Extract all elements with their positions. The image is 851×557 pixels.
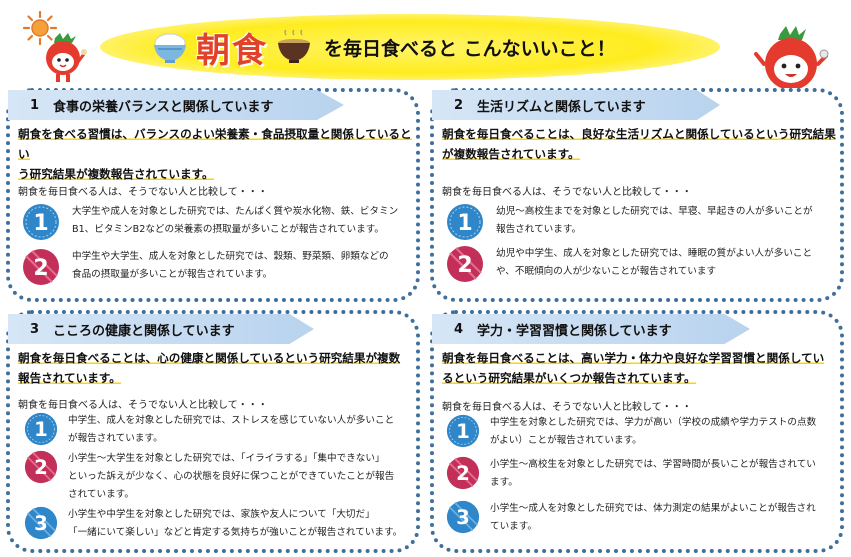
list-item: 2 中学生や大学生、成人を対象とした研究では、穀類、野菜類、卵類などの 食品の摂…: [22, 248, 414, 286]
list-item: 1 中学生を対象とした研究では、学力が高い（学校の成績や学力テストの点数 がよい…: [446, 414, 838, 450]
number-2-badge-icon: 2: [23, 249, 59, 285]
svg-text:2: 2: [34, 456, 48, 479]
section-3-intro: 朝食を毎日食べる人は、そうでない人と比較して・・・: [18, 400, 268, 411]
rice-bowl-icon: [154, 33, 186, 63]
svg-text:3: 3: [456, 506, 470, 529]
sun-icon: [22, 10, 58, 46]
list-item: 2 小学生～高校生を対象とした研究では、学習時間が長いことが報告されてい ます。: [446, 456, 838, 492]
section-1-panel: [6, 88, 420, 302]
list-item: 2 幼児や中学生、成人を対象とした研究では、睡眠の質がよい人が多いこと や、不眠…: [446, 245, 838, 283]
number-1-badge-icon: 1: [446, 414, 480, 448]
section-3-lead: 朝食を毎日食べることは、心の健康と関係しているという研究結果が複数 報告されてい…: [18, 351, 401, 385]
section-1-lead: 朝食を食べる習慣は、バランスのよい栄養素・食品摂取量と関係しているとい う研究結…: [18, 127, 412, 181]
section-2-lead: 朝食を毎日食べることは、良好な生活リズムと関係しているという研究結果 が複数報告…: [442, 127, 836, 161]
svg-text:1: 1: [457, 211, 472, 236]
svg-text:3: 3: [34, 512, 48, 535]
svg-text:1: 1: [34, 418, 48, 441]
section-2-panel: [430, 88, 844, 302]
number-3-badge-icon: 3: [24, 506, 58, 540]
number-2-badge-icon: 2: [446, 456, 480, 490]
page-title: 朝食 を毎日食べると こんないいこと！: [150, 22, 750, 72]
section-4-title: 4 学力・学習習慣と関係しています: [432, 314, 750, 344]
number-1-badge-icon: 1: [447, 204, 483, 240]
section-4-intro: 朝食を毎日食べる人は、そうでない人と比較して・・・: [442, 402, 692, 413]
tomato-mascot-icon: [46, 33, 87, 82]
miso-soup-icon: [278, 29, 310, 63]
svg-text:2: 2: [456, 462, 470, 485]
number-3-badge-icon: 3: [446, 500, 480, 534]
svg-text:1: 1: [33, 211, 48, 236]
list-item: 3 小学生や中学生を対象とした研究では、家族や友人について「大切だ」 「一緒にい…: [24, 506, 414, 542]
title-banner: [100, 14, 720, 80]
svg-text:1: 1: [456, 420, 470, 443]
section-2-intro: 朝食を毎日食べる人は、そうでない人と比較して・・・: [442, 187, 692, 198]
section-1-intro: 朝食を毎日食べる人は、そうでない人と比較して・・・: [18, 187, 268, 198]
list-item: 2 小学生～大学生を対象とした研究では、「イライラする」「集中できない」 といっ…: [24, 450, 414, 504]
list-item: 1 中学生、成人を対象とした研究では、ストレスを感じていない人が多いこと が報告…: [24, 412, 414, 448]
section-2-title: 2 生活リズムと関係しています: [432, 90, 720, 120]
section-3-panel: [6, 310, 420, 553]
section-4-lead: 朝食を毎日食べることは、高い学力・体力や良好な学習習慣と関係してい るという研究…: [442, 351, 825, 385]
section-3-title: 3 こころの健康と関係しています: [8, 314, 314, 344]
list-item: 1 大学生や成人を対象とした研究では、たんぱく質や炭水化物、鉄、ビタミン B1、…: [22, 203, 414, 241]
number-1-badge-icon: 1: [24, 412, 58, 446]
svg-text:2: 2: [457, 253, 472, 278]
title-main: 朝食: [196, 30, 268, 71]
number-1-badge-icon: 1: [23, 204, 59, 240]
section-1-title: 1 食事の栄養バランスと関係しています: [8, 90, 344, 120]
list-item: 1 幼児～高校生までを対象とした研究では、早寝、早起きの人が多いことが 報告され…: [446, 203, 838, 241]
tomato-character-icon: [754, 26, 829, 90]
number-2-badge-icon: 2: [24, 450, 58, 484]
title-subtext: を毎日食べると こんないいこと！: [324, 37, 616, 60]
section-4-panel: [430, 310, 844, 553]
number-2-badge-icon: 2: [447, 246, 483, 282]
svg-text:2: 2: [33, 256, 48, 281]
list-item: 3 小学生～成人を対象とした研究では、体力測定の結果がよいことが報告され ていま…: [446, 500, 838, 536]
